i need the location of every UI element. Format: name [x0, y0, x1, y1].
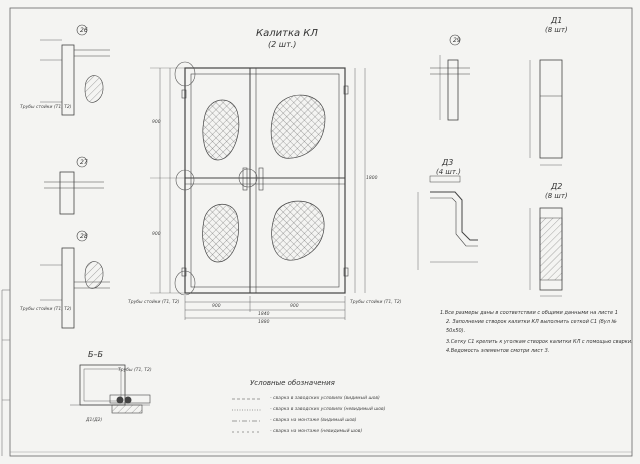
- detail-28-label: 28: [80, 233, 88, 240]
- section-b-b: [70, 364, 151, 414]
- callout-circle-27: [175, 169, 195, 191]
- dim-upper-height: 900: [152, 120, 161, 125]
- detail-27-label: 27: [80, 159, 88, 166]
- d3-quantity: (4 шт.): [436, 168, 461, 176]
- dim-lower-height: 900: [152, 232, 161, 237]
- d2-quantity: (8 шт): [545, 192, 568, 200]
- frame-note-gate-left: Трубы стойки (Т1, Т2): [128, 300, 180, 305]
- detail-27: [44, 156, 104, 215]
- detail-29-label: 29: [453, 37, 461, 44]
- d2-title: Д2: [551, 182, 563, 191]
- dim-total-width: 1840: [258, 312, 270, 317]
- callout-circle-26: [174, 61, 196, 87]
- legend-item-3: - сварка на монтаже (видимый шов): [270, 418, 357, 423]
- dim-left-leaf: 900: [212, 304, 221, 309]
- legend-item-1: - сварка в заводских условиях (видимый ш…: [270, 396, 380, 401]
- detail-28: [40, 230, 110, 329]
- legend-title: Условные обозначения: [250, 379, 335, 387]
- part-d1: [529, 59, 563, 166]
- note-1: 1.Все размеры даны в соответствии с общи…: [440, 310, 618, 316]
- note-2-cont: 50х50).: [446, 328, 466, 334]
- legend-samples: [232, 398, 262, 433]
- section-weld: Д1(Д2): [86, 418, 103, 423]
- dim-total-height: 1800: [366, 176, 378, 181]
- section-label: Б–Б: [88, 350, 103, 359]
- callout-circle-29: [238, 168, 258, 188]
- detail-29: [430, 34, 470, 121]
- dim-overall-width: 1880: [258, 320, 270, 325]
- part-d2: [529, 207, 563, 297]
- section-note: Трубы (Т1, Т2): [118, 368, 152, 373]
- gate-main-view: [150, 67, 366, 320]
- sheet-frame: [9, 7, 633, 457]
- note-2: 2. Заполнение створок калитки КЛ выполни…: [446, 319, 617, 325]
- legend-item-2: - сварка в заводских условиях (невидимый…: [270, 407, 386, 412]
- d1-title: Д1: [551, 16, 563, 25]
- legend-item-4: - сварка на монтаже (невидимый шов): [270, 429, 363, 434]
- detail-26: [40, 24, 110, 116]
- gate-quantity: (2 шт.): [268, 40, 297, 49]
- gate-title: Калитка КЛ: [256, 28, 318, 39]
- d3-title: Д3: [442, 158, 454, 167]
- frame-note-28: Трубы стойки (Т1, Т2): [20, 307, 72, 312]
- frame-note-26: Трубы стойки (Т1, Т2): [20, 105, 72, 110]
- part-d3: [417, 175, 478, 270]
- callout-circle-28: [174, 270, 196, 296]
- frame-note-gate-right: Трубы стойки (Т1, Т2): [350, 300, 402, 305]
- d1-quantity: (8 шт): [545, 26, 568, 34]
- note-4: 4.Ведомость элементов смотри лист 3.: [446, 348, 550, 354]
- dim-right-leaf: 900: [290, 304, 299, 309]
- detail-26-label: 26: [80, 27, 88, 34]
- note-3: 3.Сетку С1 крепить к уголкам створок кал…: [446, 339, 633, 345]
